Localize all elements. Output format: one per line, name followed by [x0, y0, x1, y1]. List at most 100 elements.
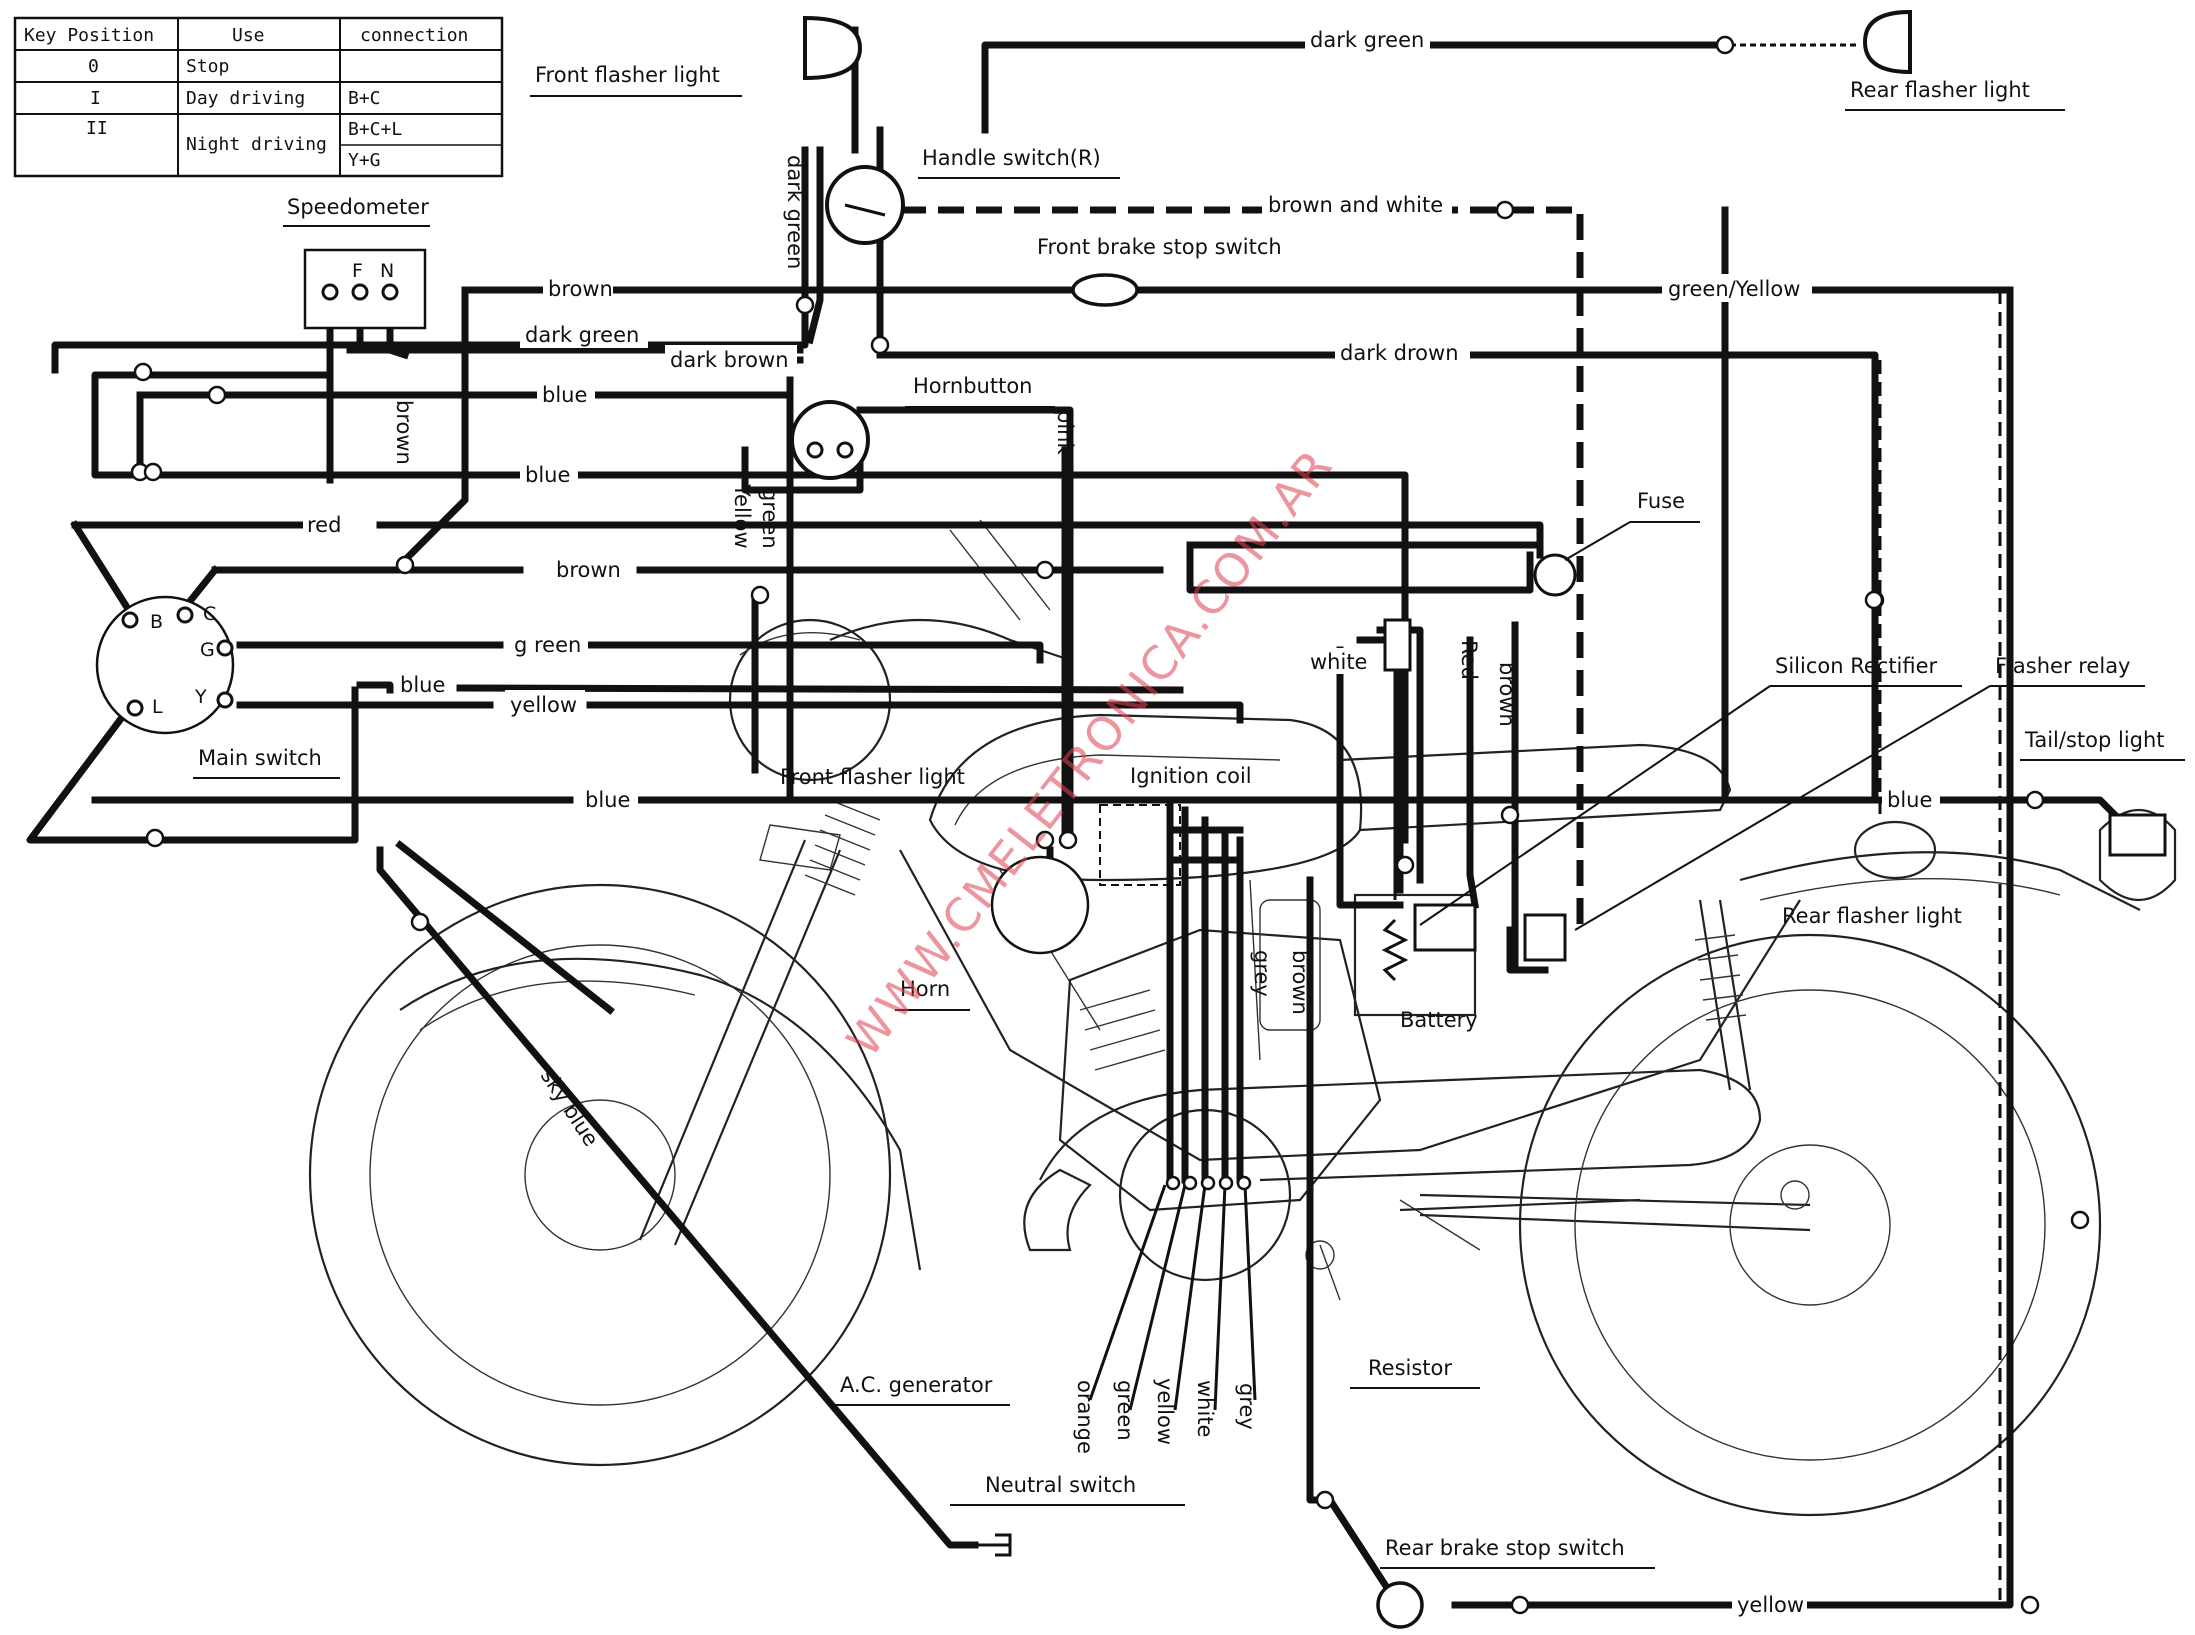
wire-label-yellow-vertical: Yellow: [730, 483, 754, 549]
wire-label-red-vertical: Red: [1457, 640, 1481, 680]
rear-fender: [1739, 851, 2141, 911]
table-row-position: II: [86, 118, 108, 139]
battery-label: Battery: [1400, 1008, 1478, 1032]
exhaust-pipe: [1039, 1068, 1762, 1182]
tail-stop-light-icon: [2108, 813, 2167, 857]
key-position-table: Key Position Use connection 0 Stop I Day…: [13, 16, 504, 178]
wire-label-pink-vertical: pink: [1053, 410, 1077, 455]
wire-label-yellow: yellow: [510, 693, 577, 717]
wire-label-white-vertical: white: [1193, 1380, 1217, 1437]
horn-label: Horn: [900, 977, 950, 1001]
wire-label-grey-vertical: grey: [1235, 1383, 1259, 1430]
wire-connector: [2020, 1595, 2040, 1615]
silicon-rectifier-label: Silicon Rectifier: [1775, 654, 1938, 678]
wire-connector: [143, 462, 163, 482]
wire-label-dark-brown: dark brown: [670, 348, 789, 372]
main-switch-terminal-c: C: [203, 603, 216, 625]
table-header-key: Key Position: [24, 25, 154, 46]
battery-icon: [1413, 903, 1477, 952]
wire-label-blue: blue: [400, 673, 445, 697]
speedometer-terminal-f: F: [352, 260, 363, 282]
wire-connector: [145, 828, 165, 848]
wire-label-red: red: [307, 513, 341, 537]
wire-label-blue: blue: [542, 383, 587, 407]
wire-label-green-vertical: green: [1113, 1380, 1137, 1441]
wire-connector: [1035, 560, 1055, 580]
wire-connector: [1182, 1175, 1198, 1191]
front-wheel-outer: [308, 883, 892, 1467]
hornbutton-label: Hornbutton: [913, 374, 1032, 398]
table-row-connection: B+C: [348, 88, 381, 109]
wire-connector: [1165, 1175, 1181, 1191]
wire-label-grey-vertical: grey: [1250, 950, 1274, 997]
front-hub: [524, 1099, 676, 1251]
ignition-coil-label: Ignition coil: [1130, 764, 1252, 788]
fork-boot: [804, 799, 881, 896]
neutral-switch-plug-icon: [950, 1533, 1012, 1557]
wire-connector: [2070, 1210, 2090, 1230]
table-row-use: Night driving: [186, 134, 327, 155]
wire-connector: [1200, 1175, 1216, 1191]
wire-label-brown: brown: [548, 277, 613, 301]
handle-switch-icon: [825, 165, 905, 245]
rear-flasher-right-label: Rear flasher light: [1782, 904, 1962, 928]
front-fork: [638, 839, 842, 1246]
speedometer-icon: [303, 248, 427, 330]
front-flasher-top-label: Front flasher light: [535, 63, 720, 87]
neutral-switch-label: Neutral switch: [985, 1473, 1136, 1497]
horn-icon: [990, 855, 1090, 955]
rear-hub: [1729, 1144, 1891, 1306]
wire-label-yellow: yellow: [1737, 1593, 1804, 1617]
main-switch-terminal-b: B: [150, 611, 163, 633]
headlight: [728, 618, 892, 782]
wire-connector: [1500, 805, 1520, 825]
front-flasher-mid-label: Front flasher light: [780, 765, 965, 789]
wire-connector: [2025, 790, 2045, 810]
rear-flasher-body: [1853, 820, 1937, 880]
table-row-use: Day driving: [186, 88, 305, 109]
tail-stop-light-label: Tail/stop light: [2024, 728, 2165, 752]
wire-connector: [1035, 830, 1055, 850]
speedometer-label: Speedometer: [287, 195, 429, 219]
wire-label-orange-vertical: orange: [1073, 1380, 1097, 1454]
fuse-label: Fuse: [1637, 489, 1685, 513]
wire-label-green-vertical: green: [758, 488, 782, 549]
main-switch-label: Main switch: [198, 746, 322, 770]
handlebar: [829, 618, 1071, 662]
wire-label-dark-green-top: dark green: [1310, 28, 1424, 52]
wire-connector: [1715, 35, 1735, 55]
tail-light-housing: [2098, 808, 2177, 902]
wire-label-sky-blue: sky blue: [536, 1065, 603, 1151]
wire-connector: [750, 585, 770, 605]
table-row-connection: Y+G: [348, 150, 381, 171]
main-switch-icon: [95, 595, 235, 735]
wire-label-brown-vertical: brown: [1288, 950, 1312, 1015]
wire-connector: [1495, 200, 1515, 220]
front-brake-switch-label: Front brake stop switch: [1037, 235, 1282, 259]
wire-connector: [133, 362, 153, 382]
table-row-connection: B+C+L: [348, 119, 402, 140]
wire-connector: [1218, 1175, 1234, 1191]
table-row-use: Stop: [186, 56, 229, 77]
wire-label-dark-green-vertical: dark green: [783, 155, 807, 269]
front-flasher-lamp-icon: [803, 15, 863, 81]
rear-brake-switch-icon: [1376, 1581, 1424, 1629]
seat: [1339, 743, 1732, 832]
wire-label-blue: blue: [525, 463, 570, 487]
ac-generator-label: A.C. generator: [840, 1373, 993, 1397]
front-wheel-inner: [369, 944, 831, 1406]
resistor-icon: [1381, 918, 1409, 982]
ignition-coil-icon: [1099, 804, 1181, 886]
wire-label-green: g reen: [514, 633, 581, 657]
flasher-relay-icon: [1523, 913, 1567, 962]
wire-label-brown: brown: [556, 558, 621, 582]
wire-connector: [207, 385, 227, 405]
wire-connector: [795, 295, 815, 315]
silicon-rectifier-icon: [1383, 618, 1412, 672]
rear-brake-switch-label: Rear brake stop switch: [1385, 1536, 1625, 1560]
handle-switch-label: Handle switch(R): [922, 146, 1101, 170]
wire-label-white: white: [1310, 650, 1367, 674]
speedometer-terminal-n: N: [380, 260, 394, 282]
table-header-use: Use: [232, 25, 265, 46]
